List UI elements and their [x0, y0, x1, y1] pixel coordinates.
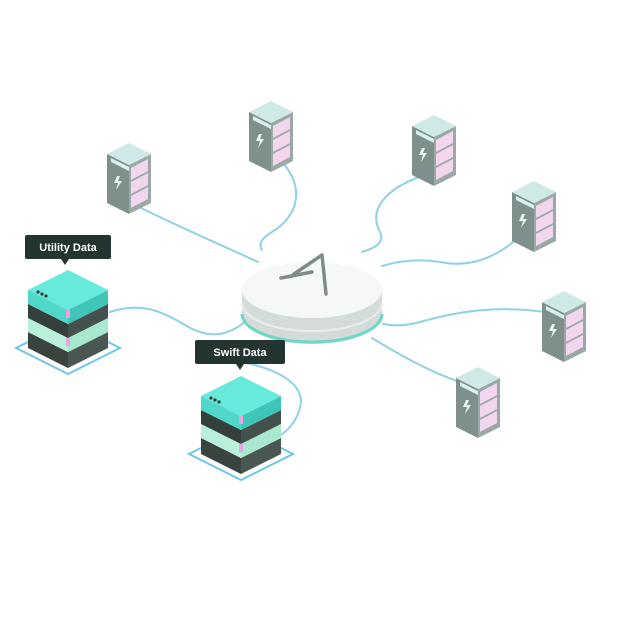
connection-line [109, 306, 251, 336]
swift-data-stack [188, 375, 294, 481]
battery-server-icon [249, 101, 293, 172]
connection-line [259, 159, 298, 251]
battery-server-icon [512, 181, 556, 252]
utility-data-stack [15, 269, 121, 375]
battery-server-icon [456, 367, 500, 438]
connection-line [381, 237, 519, 267]
utility-data-label: Utility Data [39, 242, 97, 254]
swift-data-tag: Swift Data [195, 340, 285, 370]
connection-line [371, 337, 461, 383]
central-hub [240, 253, 384, 344]
battery-server-icon [107, 143, 151, 214]
a-logo-icon [279, 253, 328, 296]
connection-line [241, 361, 302, 439]
connection-line [382, 308, 546, 327]
connection-line [361, 174, 426, 253]
battery-server-icon [542, 291, 586, 362]
connection-line [134, 204, 259, 263]
swift-data-label: Swift Data [213, 347, 267, 359]
utility-data-tag: Utility Data [25, 235, 111, 265]
battery-server-icon [412, 115, 456, 186]
connection-lines [109, 159, 546, 439]
